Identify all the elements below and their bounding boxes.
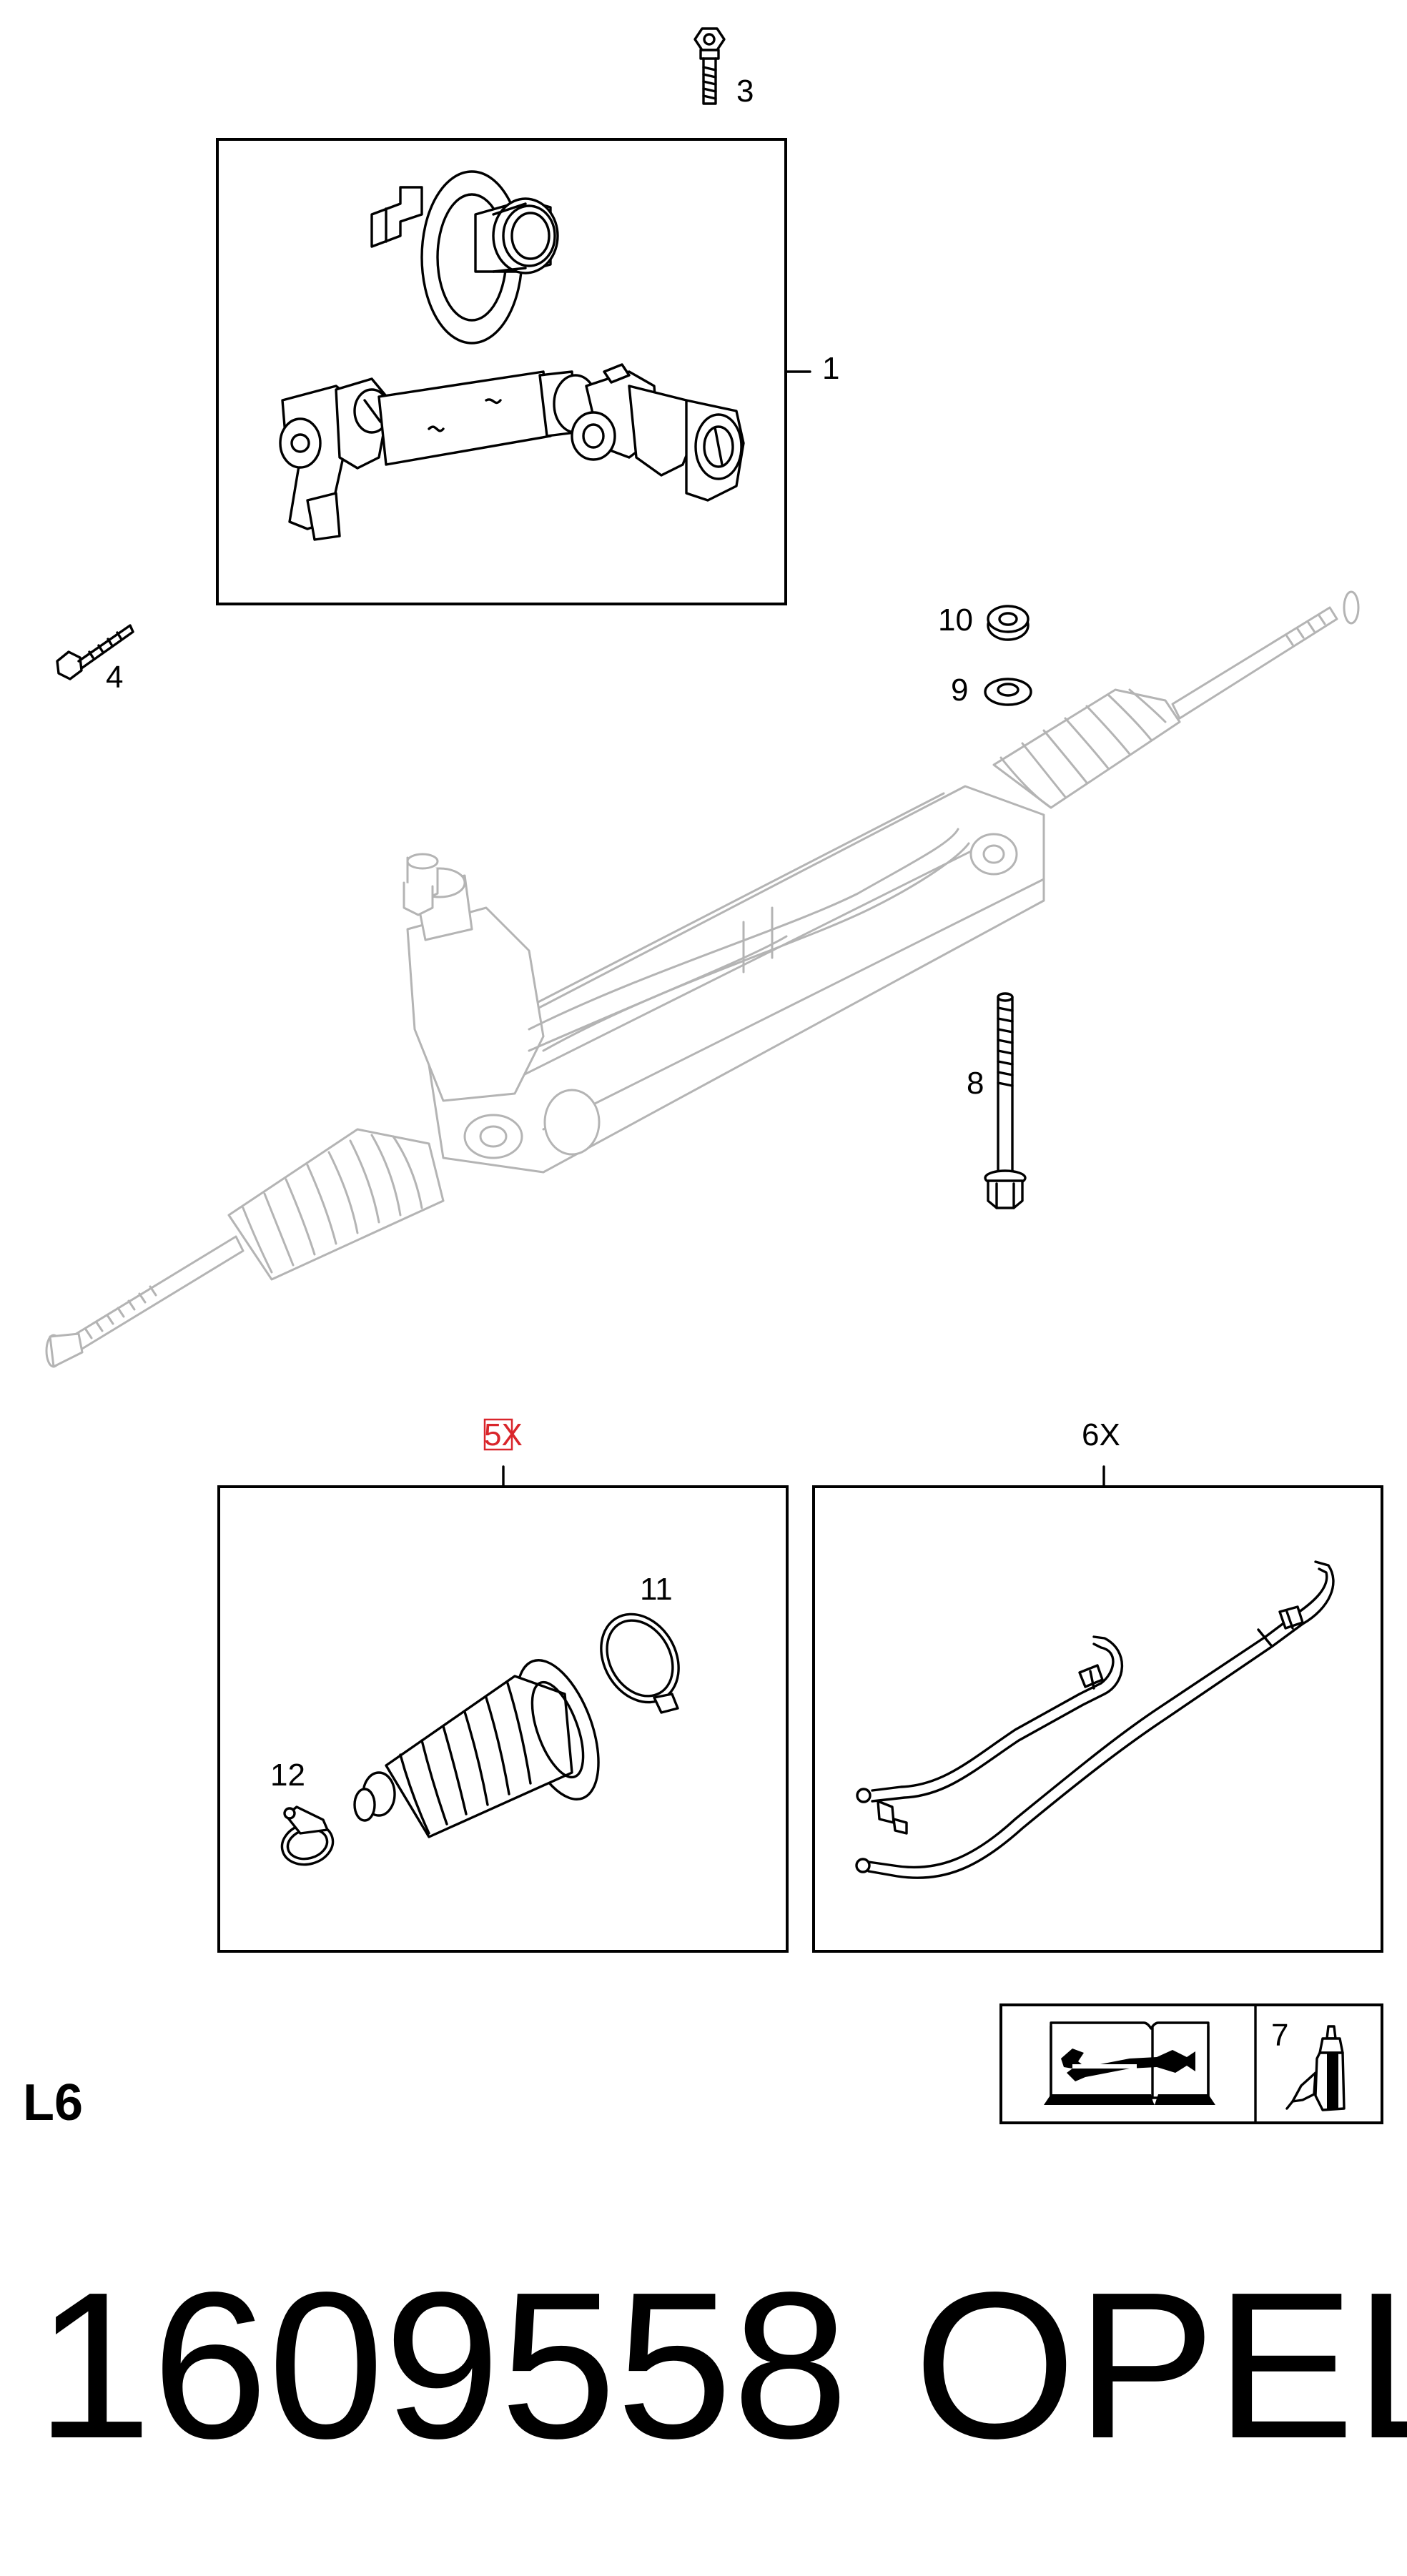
manual-wrench-icon — [1044, 2021, 1215, 2105]
pipe-kit-box — [812, 1485, 1383, 1953]
intermediate-shaft — [279, 363, 745, 541]
pressure-pipe-part — [856, 1635, 1124, 1835]
part-number: 1609558 — [36, 2249, 849, 2482]
callout-12: 12 — [270, 1758, 305, 1793]
callout-3: 3 — [736, 74, 754, 109]
service-info-panel: 7 — [999, 2003, 1383, 2124]
bolt-4-part — [56, 624, 134, 680]
brand-name: OPEL — [914, 2249, 1407, 2482]
sealant-tube-icon — [1285, 2025, 1346, 2111]
rack-boot-part — [353, 1659, 600, 1838]
callout-5x-highlight — [483, 1418, 513, 1451]
bolt-3-part — [693, 27, 726, 105]
column-dust-seal — [370, 170, 559, 345]
return-pipe-part — [855, 1560, 1335, 1879]
callout-10: 10 — [938, 603, 973, 638]
clamp-12-part — [280, 1805, 335, 1866]
service-info-frame — [999, 2003, 1383, 2124]
section-code: L6 — [23, 2074, 83, 2131]
callout-5x: 5X — [484, 1417, 523, 1452]
boot-kit-box — [217, 1485, 789, 1953]
washer-9-part — [984, 678, 1032, 706]
callout-6x: 6X — [1082, 1417, 1120, 1452]
callout-4: 4 — [106, 660, 123, 695]
callout-7: 7 — [1271, 2018, 1288, 2053]
steering-rack-ghost — [45, 590, 1360, 1368]
callout-11: 11 — [640, 1572, 673, 1607]
callout-9: 9 — [951, 673, 968, 708]
callout-1: 1 — [822, 351, 839, 386]
callout-8: 8 — [967, 1066, 984, 1101]
bolt-8-part — [984, 992, 1027, 1209]
nut-10-part — [987, 605, 1030, 641]
clamp-11-part — [600, 1613, 680, 1714]
